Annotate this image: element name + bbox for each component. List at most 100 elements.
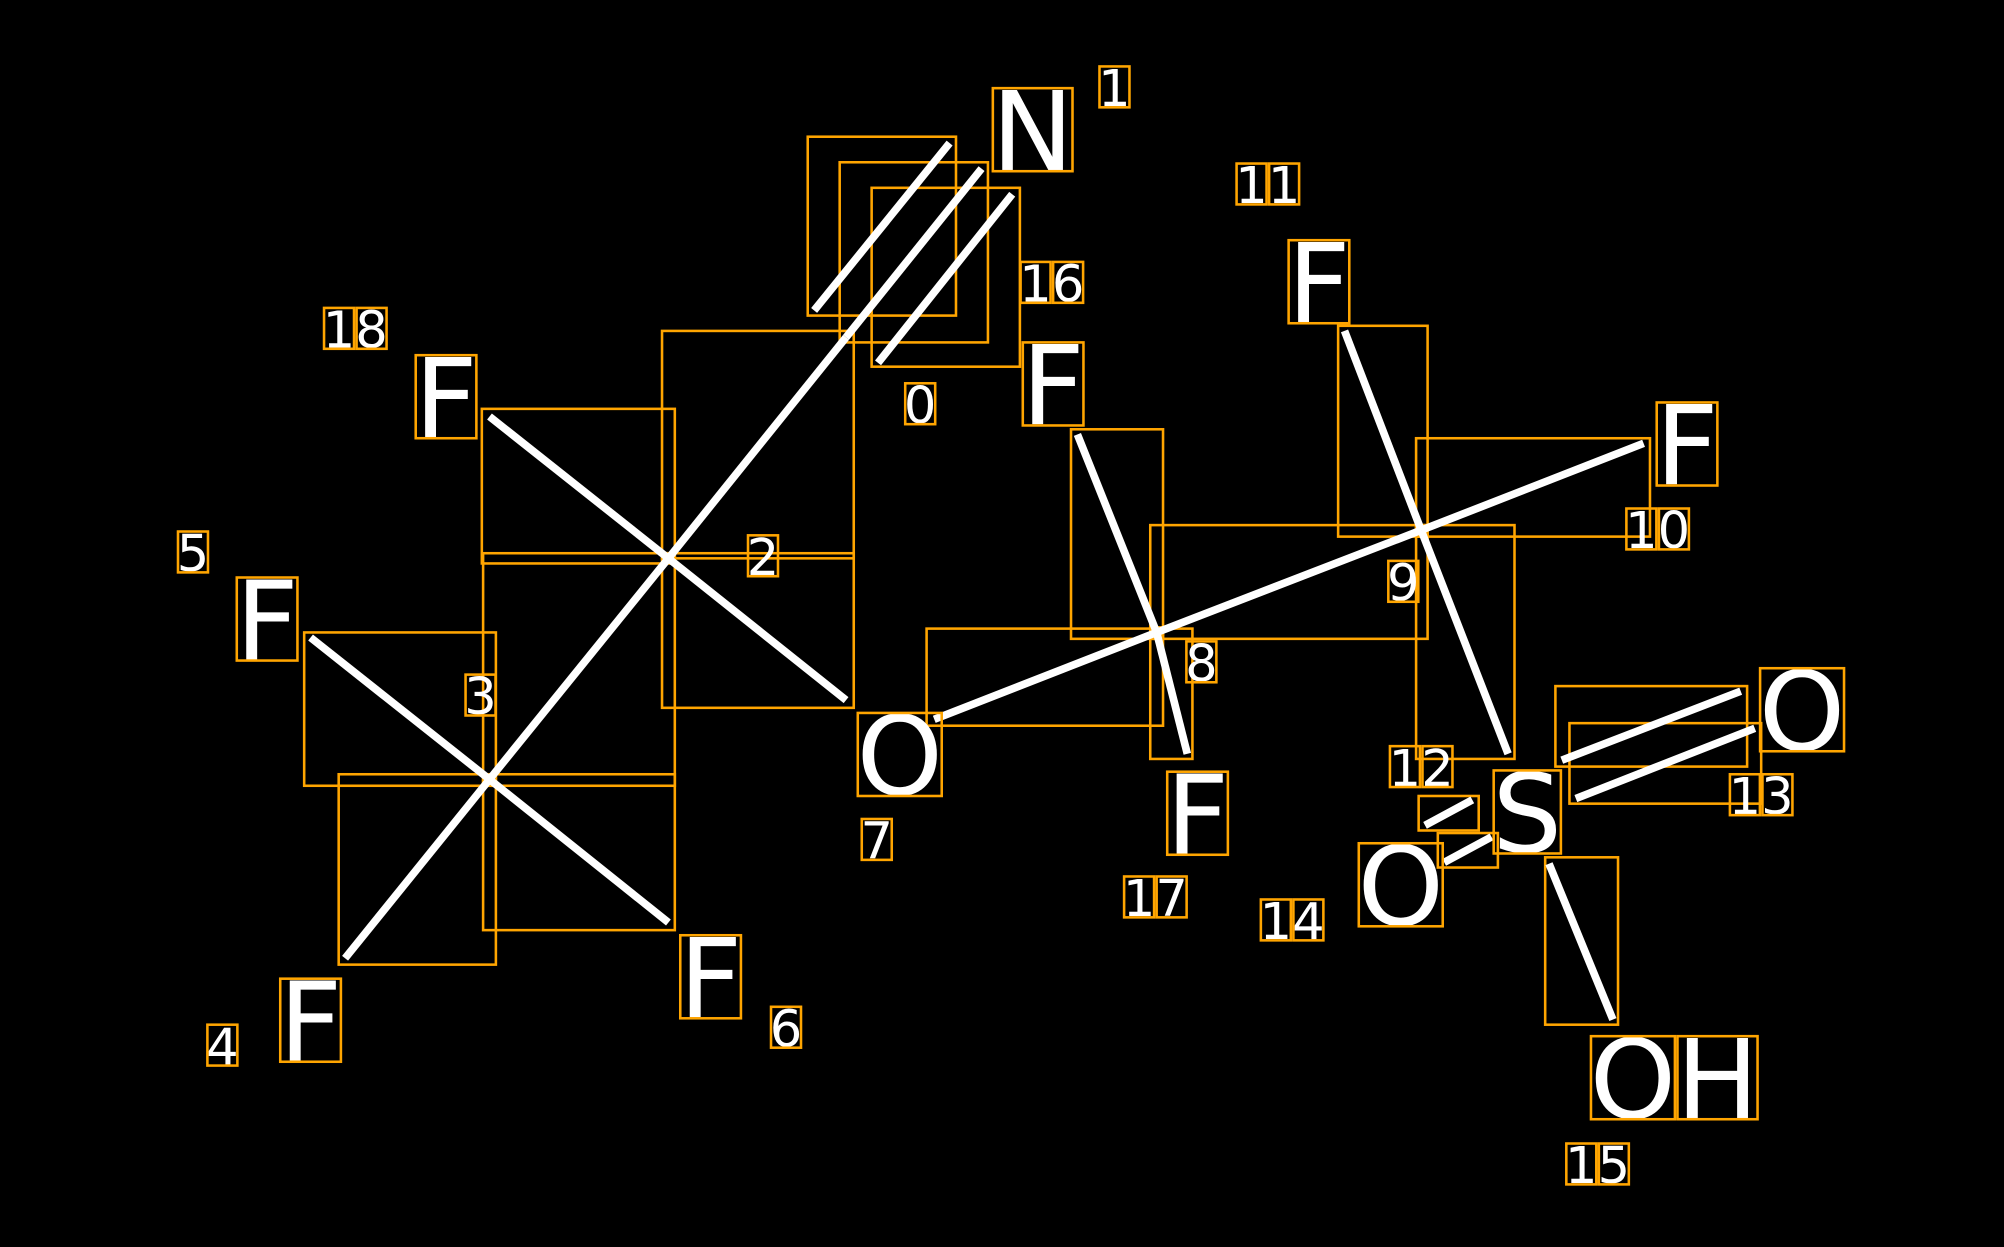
double-bond-line xyxy=(1423,796,1475,829)
bond-box xyxy=(480,407,677,565)
glyph-box xyxy=(1387,559,1420,604)
glyph-box xyxy=(1019,260,1052,305)
atom-index: 9 xyxy=(1387,555,1420,614)
glyph: 1 xyxy=(323,302,356,361)
glyph-box xyxy=(1259,898,1293,942)
atom-indices: 0 1 2 3 4 5 6 7 8 9 10 11 12 13 14 15 16… xyxy=(177,60,1794,1196)
bond xyxy=(1155,526,1423,637)
atom-index: 16 xyxy=(1019,256,1084,315)
bond-box xyxy=(1414,436,1652,538)
glyph-box xyxy=(1758,666,1846,753)
glyph-box xyxy=(991,86,1074,173)
glyph-box xyxy=(1597,1142,1631,1186)
atom-index: 8 xyxy=(1185,635,1218,694)
glyph: 8 xyxy=(1185,635,1218,694)
bond xyxy=(1073,432,1161,634)
glyph-box xyxy=(355,306,388,351)
glyph: 1 xyxy=(1019,256,1052,315)
glyph: 3 xyxy=(1761,768,1794,827)
atom-index: 4 xyxy=(206,1018,239,1077)
bond xyxy=(486,555,672,782)
glyph-box xyxy=(1287,238,1351,325)
bond-box xyxy=(660,329,856,560)
glyph-box xyxy=(414,353,478,440)
atom-index: 6 xyxy=(770,1000,803,1059)
atom-index: 17 xyxy=(1123,870,1188,929)
bond-box xyxy=(481,772,677,932)
atom-index: 15 xyxy=(1565,1137,1630,1196)
glyph-box xyxy=(1676,1034,1759,1121)
glyph-box xyxy=(278,977,343,1064)
glyph-box xyxy=(1098,65,1131,109)
glyph-box xyxy=(1292,898,1325,942)
atom-index: 2 xyxy=(747,529,780,588)
glyph-box xyxy=(1492,769,1563,855)
bond xyxy=(1545,862,1617,1022)
bond xyxy=(308,634,492,783)
glyph-box xyxy=(1267,162,1301,206)
glyph-box xyxy=(769,1005,803,1049)
bond-box xyxy=(1436,831,1500,869)
glyph: 7 xyxy=(860,813,893,872)
atom-index: 7 xyxy=(860,813,893,872)
bond-box xyxy=(337,772,498,966)
bond-box xyxy=(660,551,856,710)
glyph: 1 xyxy=(1389,740,1422,799)
glyph-box xyxy=(1357,841,1445,928)
bond-box xyxy=(1417,794,1480,832)
glyph-box xyxy=(1421,744,1454,789)
glyph: 1 xyxy=(1729,768,1762,827)
atom-index: 14 xyxy=(1260,893,1325,952)
glyph-box xyxy=(1625,507,1658,551)
atom-index: 11 xyxy=(1235,157,1300,216)
atom-index: 0 xyxy=(904,377,937,436)
bond xyxy=(487,413,671,562)
glyph-box xyxy=(746,534,780,578)
bond-box xyxy=(1336,324,1429,538)
glyph: 0 xyxy=(904,377,937,436)
bond xyxy=(1417,528,1512,756)
bond xyxy=(1152,631,1192,755)
glyph: 2 xyxy=(1421,740,1454,799)
glyph: 1 xyxy=(1260,893,1293,952)
glyph: 1 xyxy=(1098,60,1131,119)
glyph-box xyxy=(1761,772,1794,817)
glyph: 6 xyxy=(1052,256,1085,315)
glyph-box xyxy=(1185,640,1218,684)
glyph-box xyxy=(235,576,299,662)
bond xyxy=(342,776,493,961)
glyph-box xyxy=(860,817,894,862)
glyph-box xyxy=(176,530,210,574)
bond xyxy=(665,334,850,561)
glyph: 1 xyxy=(1625,502,1658,561)
glyph: 1 xyxy=(1268,157,1301,216)
double-bond-line xyxy=(1574,724,1757,803)
glyph: 5 xyxy=(1598,1137,1631,1196)
bond-box xyxy=(1414,523,1516,761)
bond-box xyxy=(1543,856,1620,1026)
glyph-box xyxy=(1565,1142,1598,1186)
bond xyxy=(1419,439,1645,534)
glyph-box xyxy=(206,1023,239,1067)
glyph-box xyxy=(1122,875,1156,919)
bond xyxy=(1340,329,1425,532)
glyph-box xyxy=(903,382,937,426)
glyph-box xyxy=(464,673,497,717)
glyph-box xyxy=(322,306,356,351)
atom-index: 5 xyxy=(177,525,210,584)
bonds xyxy=(308,140,1757,1022)
glyph: 4 xyxy=(206,1018,239,1077)
atom-index: 1 xyxy=(1098,60,1131,119)
glyph-box xyxy=(1165,770,1230,857)
glyph-box xyxy=(856,711,944,798)
glyph: 1 xyxy=(1235,157,1268,216)
glyph-box xyxy=(1657,507,1691,551)
glyph: 7 xyxy=(1155,870,1188,929)
double-bond-line xyxy=(1442,833,1494,866)
bond xyxy=(666,555,849,704)
atom-index: 10 xyxy=(1625,502,1690,561)
glyph-box xyxy=(1235,162,1268,206)
glyph: 6 xyxy=(770,1000,803,1059)
glyph-box xyxy=(1051,260,1085,305)
